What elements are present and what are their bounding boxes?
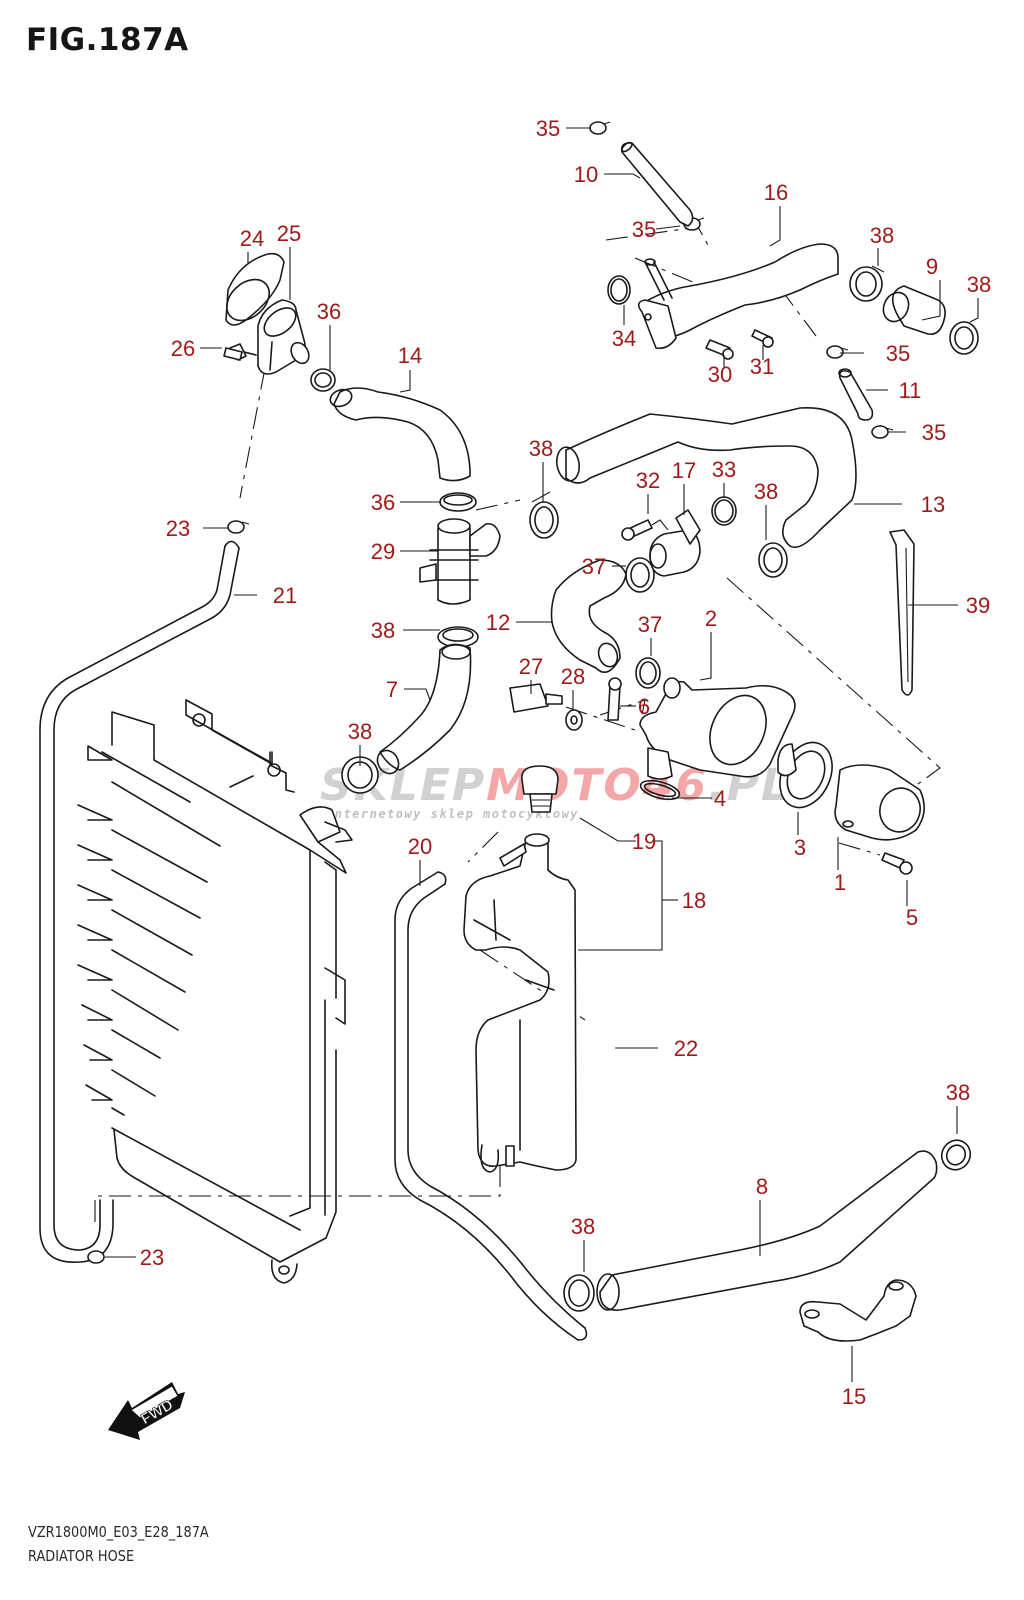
figure-title: FIG.187A bbox=[26, 22, 189, 58]
clamp-23-top bbox=[227, 520, 250, 534]
callout-36: 36 bbox=[371, 490, 395, 515]
clamp-38-mid bbox=[529, 491, 559, 539]
radiator-cap-assembly bbox=[225, 252, 310, 375]
callout-35: 35 bbox=[886, 341, 910, 366]
callout-37: 37 bbox=[638, 612, 662, 637]
callout-22: 22 bbox=[674, 1036, 698, 1061]
callout-5: 5 bbox=[906, 905, 918, 930]
callout-29: 29 bbox=[371, 539, 395, 564]
callout-23: 23 bbox=[166, 516, 190, 541]
hoses bbox=[329, 141, 946, 1341]
callout-32: 32 bbox=[636, 468, 660, 493]
clamp-36-top bbox=[310, 368, 336, 392]
joints-and-thermostat bbox=[223, 275, 925, 875]
callout-20: 20 bbox=[408, 834, 432, 859]
callout-23: 23 bbox=[140, 1245, 164, 1270]
callout-14: 14 bbox=[398, 343, 422, 368]
callout-2: 2 bbox=[705, 606, 717, 631]
reservoir-tank bbox=[463, 833, 577, 1173]
clamp-23-bottom bbox=[83, 1250, 105, 1264]
callout-12: 12 bbox=[486, 610, 510, 635]
clamp-38-29 bbox=[437, 626, 479, 648]
clamp-38-8a bbox=[563, 1274, 595, 1312]
callout-38: 38 bbox=[371, 618, 395, 643]
callout-38: 38 bbox=[967, 272, 991, 297]
clamp-36-29 bbox=[439, 492, 477, 512]
clamp-35-top bbox=[589, 121, 611, 135]
fwd-arrow-icon: FWD bbox=[108, 1382, 185, 1440]
callout-35: 35 bbox=[632, 217, 656, 242]
callout-11: 11 bbox=[899, 378, 922, 403]
clamp-38-9b bbox=[949, 321, 979, 355]
clamp-38-9a bbox=[849, 265, 885, 302]
callout-6: 6 bbox=[638, 694, 650, 719]
callout-19: 19 bbox=[632, 829, 656, 854]
callout-27: 27 bbox=[519, 654, 543, 679]
clamps bbox=[83, 121, 979, 1312]
callout-16: 16 bbox=[764, 180, 788, 205]
model-code: VZR1800M0_E03_E28_187A bbox=[28, 1523, 209, 1541]
callout-26: 26 bbox=[171, 336, 195, 361]
callout-38: 38 bbox=[348, 719, 372, 744]
callout-8: 8 bbox=[756, 1174, 768, 1199]
watermark-brand-red: MOTO46 bbox=[486, 760, 708, 811]
callout-1: 1 bbox=[834, 870, 846, 895]
callout-38: 38 bbox=[870, 223, 894, 248]
callout-36: 36 bbox=[317, 299, 341, 324]
callout-38: 38 bbox=[529, 436, 553, 461]
callout-24: 24 bbox=[240, 226, 264, 251]
callout-35: 35 bbox=[922, 420, 946, 445]
clamp-35-c bbox=[826, 345, 849, 359]
clamp-37-b bbox=[635, 657, 661, 689]
callout-9: 9 bbox=[926, 254, 938, 279]
callout-39: 39 bbox=[966, 593, 990, 618]
callout-10: 10 bbox=[574, 162, 598, 187]
callout-38: 38 bbox=[754, 479, 778, 504]
callout-13: 13 bbox=[921, 492, 945, 517]
clamp-37-a bbox=[625, 557, 655, 593]
callout-38: 38 bbox=[571, 1214, 595, 1239]
bracket bbox=[799, 1279, 917, 1342]
callout-31: 31 bbox=[750, 354, 774, 379]
radiator bbox=[39, 540, 353, 1284]
watermark-tagline: internetowy sklep motocyklowy bbox=[326, 807, 579, 821]
clamp-38-8b bbox=[940, 1139, 972, 1171]
callout-18: 18 bbox=[682, 888, 706, 913]
callout-3: 3 bbox=[794, 835, 806, 860]
callout-25: 25 bbox=[277, 221, 301, 246]
callout-4: 4 bbox=[714, 786, 726, 811]
callouts: 35 10 16 35 38 9 38 24 25 36 14 26 34 30… bbox=[105, 116, 991, 1409]
callout-15: 15 bbox=[842, 1384, 866, 1409]
clamp-38-13 bbox=[758, 542, 788, 578]
callout-21: 21 bbox=[273, 583, 297, 608]
callout-35: 35 bbox=[536, 116, 560, 141]
section-name: RADIATOR HOSE bbox=[28, 1547, 135, 1565]
callout-34: 34 bbox=[612, 326, 636, 351]
callout-38: 38 bbox=[946, 1080, 970, 1105]
callout-17: 17 bbox=[672, 458, 696, 483]
callout-33: 33 bbox=[712, 457, 736, 482]
callout-28: 28 bbox=[561, 664, 585, 689]
callout-7: 7 bbox=[386, 677, 398, 702]
callout-37: 37 bbox=[582, 554, 606, 579]
figure-footer: VZR1800M0_E03_E28_187A RADIATOR HOSE bbox=[28, 1520, 209, 1568]
callout-30: 30 bbox=[708, 362, 732, 387]
